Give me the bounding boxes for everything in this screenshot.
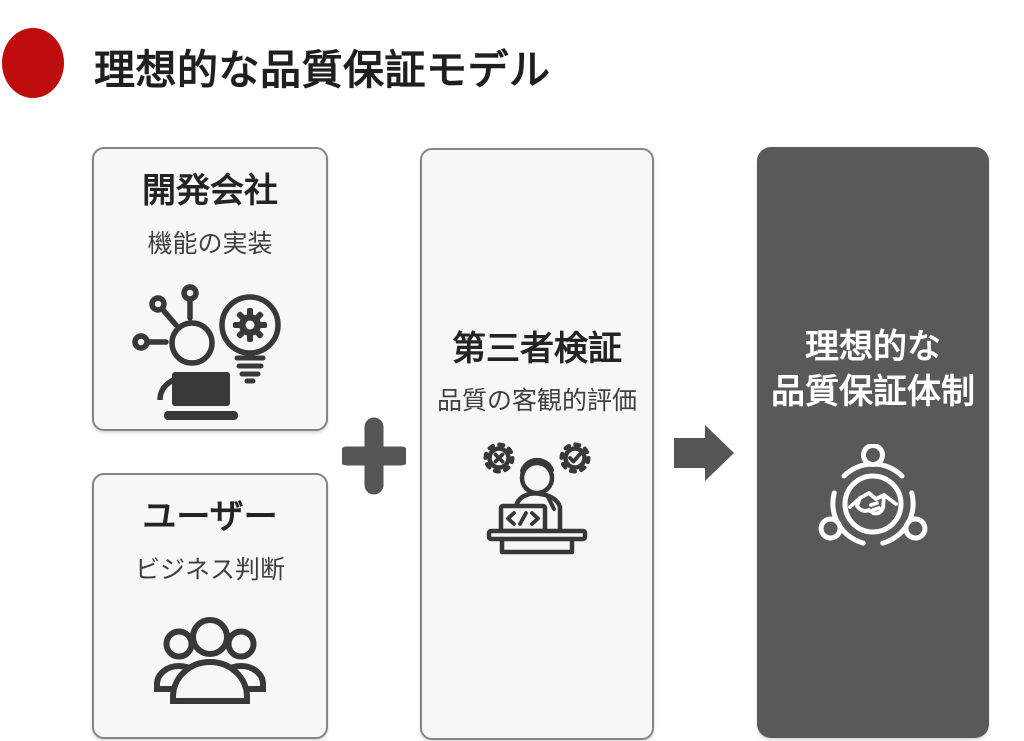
card-developer: 開発会社 機能の実装 xyxy=(92,147,328,431)
plus-icon xyxy=(342,417,406,495)
card-verification: 第三者検証 品質の客観的評価 xyxy=(420,148,654,740)
card-result-title-line2: 品質保証体制 xyxy=(771,372,975,411)
partnership-handshake-icon xyxy=(818,443,928,546)
developer-idea-laptop-icon xyxy=(132,284,281,420)
card-user-title: ユーザー xyxy=(142,498,278,536)
card-result-title-line1: 理想的な xyxy=(805,328,941,367)
red-dot-icon xyxy=(2,28,64,98)
qa-testing-gears-icon xyxy=(483,442,591,555)
card-user-subtitle: ビジネス判断 xyxy=(134,555,285,584)
card-developer-subtitle: 機能の実装 xyxy=(147,229,273,258)
page-title: 理想的な品質保証モデル xyxy=(94,47,551,93)
card-verification-subtitle: 品質の客観的評価 xyxy=(436,387,637,416)
card-result: 理想的な 品質保証体制 xyxy=(757,147,989,738)
arrow-right-icon xyxy=(674,425,734,481)
card-user: ユーザー ビジネス判断 xyxy=(92,473,328,739)
card-verification-title: 第三者検証 xyxy=(452,329,622,368)
user-group-icon xyxy=(154,616,266,704)
card-developer-title: 開発会社 xyxy=(142,172,278,210)
